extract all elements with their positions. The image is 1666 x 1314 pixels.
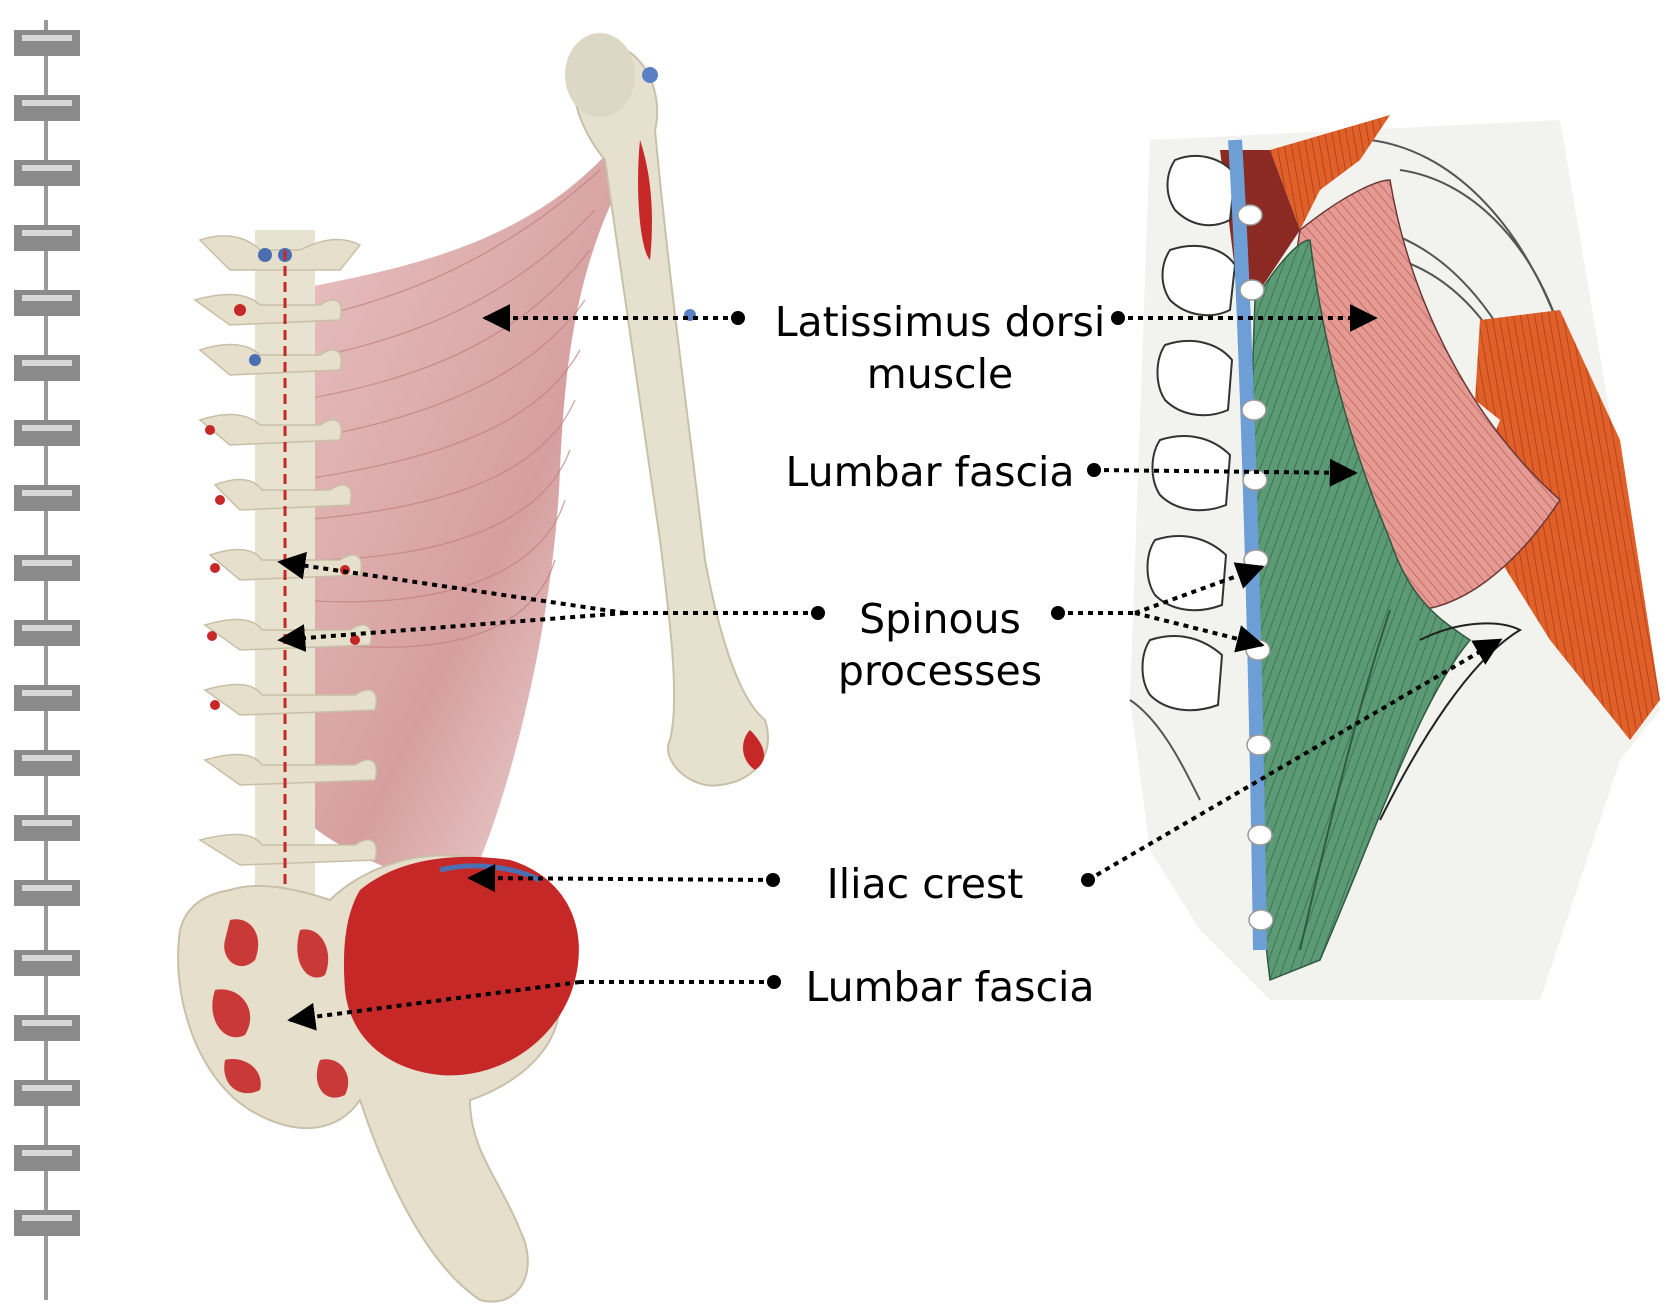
label-latissimus-line1: Latissimus dorsi bbox=[760, 296, 1120, 348]
left-anatomy-figure bbox=[178, 33, 768, 1302]
label-spinous-line1: Spinous bbox=[830, 593, 1050, 645]
spiral-binding-icon bbox=[14, 20, 80, 1300]
label-iliac-crest: Iliac crest bbox=[800, 858, 1050, 910]
label-spinous-line2: processes bbox=[830, 645, 1050, 697]
humerus-bone bbox=[574, 45, 768, 786]
label-lumbar-fascia-upper: Lumbar fascia bbox=[760, 446, 1100, 498]
label-latissimus-dorsi: Latissimus dorsi muscle bbox=[760, 296, 1120, 400]
label-latissimus-line2: muscle bbox=[760, 348, 1120, 400]
label-spinous-processes: Spinous processes bbox=[830, 593, 1050, 697]
right-anatomy-figure bbox=[1130, 115, 1660, 1000]
label-lumbar-fascia-lower: Lumbar fascia bbox=[800, 961, 1100, 1013]
